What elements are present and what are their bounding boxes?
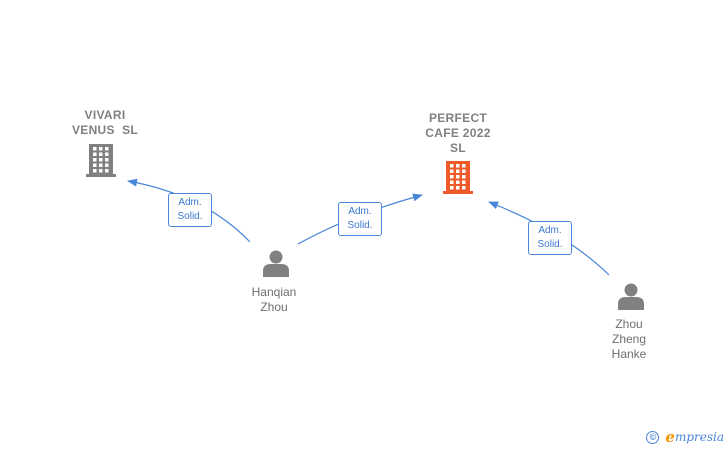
company-label-perfect-cafe[interactable]: PERFECT CAFE 2022 SL — [408, 111, 508, 156]
badge-line: Adm. — [538, 225, 562, 236]
label-line: Zhou — [615, 317, 643, 331]
label-line: Zheng — [611, 332, 647, 346]
badge-line: Adm. — [348, 206, 372, 217]
person-label-zhou-zheng[interactable]: Zhou Zheng Hanke — [589, 317, 669, 362]
footer-brand[interactable]: © e mpresia — [646, 428, 724, 446]
person-icon-hanqian[interactable] — [263, 250, 289, 278]
person-icon-zhou-zheng[interactable] — [618, 283, 644, 311]
label-line: PERFECT — [428, 111, 488, 125]
brand-initial: e — [665, 428, 675, 446]
icons-layer — [86, 144, 644, 310]
badge-line: Adm. — [178, 197, 202, 208]
brand-name: mpresia — [674, 430, 724, 444]
badge-line: Solid. — [177, 211, 203, 222]
edge-badge-hanqian-vivari[interactable]: Adm. Solid. — [168, 193, 212, 227]
label-line: CAFE 2022 — [425, 126, 491, 140]
building-icon-perfect-cafe[interactable] — [443, 161, 473, 194]
label-line: Zhou — [260, 300, 288, 314]
label-line: VENUS SL — [71, 123, 139, 137]
label-line: VIVARI — [84, 108, 126, 122]
person-label-hanqian[interactable]: Hanqian Zhou — [234, 285, 314, 315]
copyright-icon: © — [646, 430, 660, 444]
badge-line: Solid. — [347, 220, 373, 231]
edge-badge-zhou-zheng-perfect-cafe[interactable]: Adm. Solid. — [528, 221, 572, 255]
label-line: SL — [450, 141, 466, 155]
badge-line: Solid. — [537, 239, 563, 250]
label-line: Hanke — [611, 347, 647, 361]
label-line: Hanqian — [251, 285, 297, 299]
building-icon-vivari[interactable] — [86, 144, 116, 177]
company-label-vivari[interactable]: VIVARI VENUS SL — [55, 108, 155, 138]
edge-badge-hanqian-perfect-cafe[interactable]: Adm. Solid. — [338, 202, 382, 236]
